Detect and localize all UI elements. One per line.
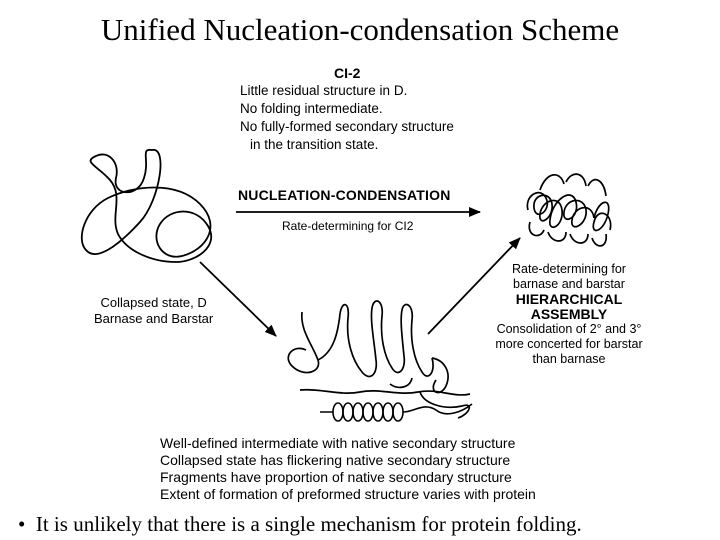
ci2-annotation: CI-2 Little residual structure in D. No … <box>240 64 454 154</box>
slide-title: Unified Nucleation-condensation Scheme <box>100 12 620 47</box>
hierarchical-annotation: Rate-determining for barnase and barstar… <box>484 262 654 367</box>
ci2-heading: CI-2 <box>334 65 361 81</box>
nucleation-label: NUCLEATION-CONDENSATION <box>238 187 451 203</box>
hierarchical-heading: ASSEMBLY <box>530 306 608 322</box>
random-coil-illustration <box>81 148 213 263</box>
intermediate-structure-illustration <box>287 300 471 419</box>
ci2-line: Little residual structure in D. <box>240 83 408 98</box>
bullet-symbol: • <box>18 512 26 536</box>
intermediate-line: Extent of formation of preformed structu… <box>160 486 536 502</box>
collapsed-state-line: Barnase and Barstar <box>94 311 214 326</box>
helix-coil-illustration <box>320 402 473 422</box>
hierarchical-line: Consolidation of 2° and 3° <box>496 322 642 336</box>
hierarchical-line: Rate-determining for <box>512 262 626 276</box>
collapse-arrow <box>199 261 277 337</box>
hierarchical-arrow <box>427 237 521 335</box>
collapsed-state-line: Collapsed state, D <box>100 295 207 310</box>
nucleation-sublabel: Rate-determining for CI2 <box>282 219 414 233</box>
intermediate-line: Fragments have proportion of native seco… <box>160 469 512 485</box>
ci2-line: No folding intermediate. <box>240 101 383 116</box>
hierarchical-line: barnase and barstar <box>513 277 625 291</box>
hierarchical-heading: HIERARCHICAL <box>515 291 623 307</box>
intermediate-annotation: Well-defined intermediate with native se… <box>160 435 536 503</box>
ci2-line: in the transition state. <box>250 137 379 152</box>
ci2-line: No fully-formed secondary structure <box>240 119 454 134</box>
bullet-point: • It is unlikely that there is a single … <box>18 512 582 537</box>
native-structure-illustration <box>526 173 612 247</box>
hierarchical-line: than barnase <box>532 352 606 366</box>
collapsed-state-label: Collapsed state, D Barnase and Barstar <box>94 295 213 327</box>
intermediate-line: Collapsed state has flickering native se… <box>160 452 511 468</box>
intermediate-line: Well-defined intermediate with native se… <box>160 435 516 451</box>
hierarchical-line: more concerted for barstar <box>495 337 643 351</box>
bullet-text: It is unlikely that there is a single me… <box>35 512 582 536</box>
